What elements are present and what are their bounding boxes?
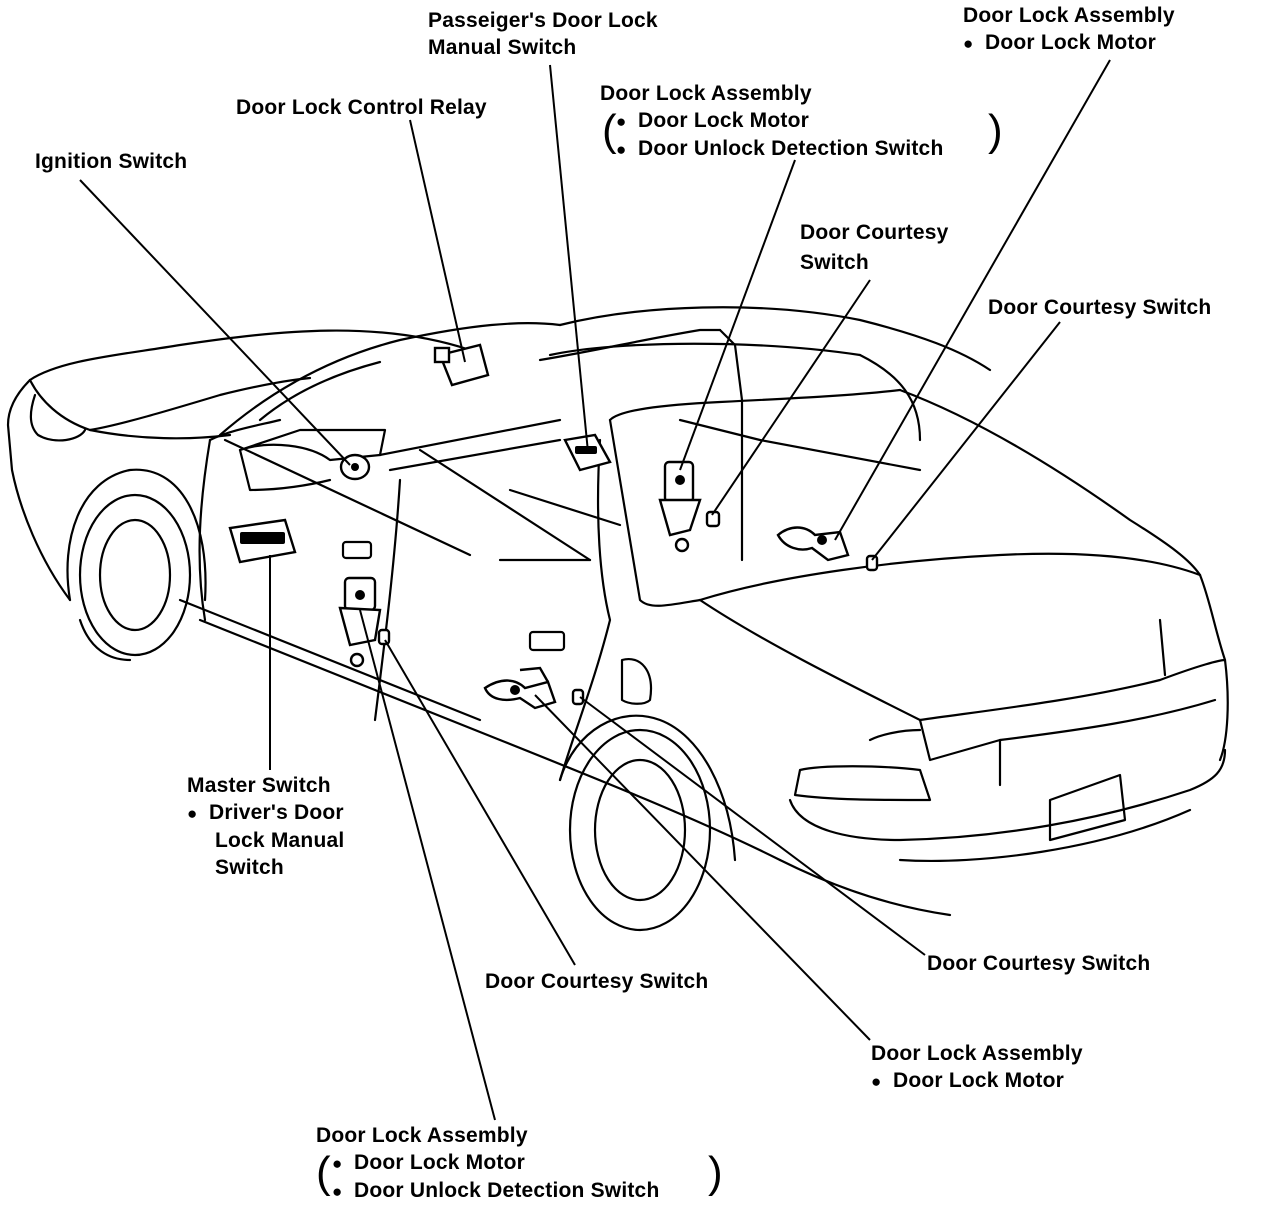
label-bullet-item: Door Lock Motor (963, 29, 1175, 57)
label-title: Door Lock Assembly (871, 1042, 1083, 1065)
leader-control-relay (409, 119, 466, 363)
label-front-left-door-courtesy-switch: Door Courtesy Switch (485, 968, 708, 995)
label-title: Door Lock Assembly (600, 82, 812, 105)
control-relay-component (433, 343, 490, 387)
label-bullet-item: Door Lock Motor (316, 1149, 659, 1177)
rear-right-lock-component (776, 526, 850, 562)
leader-front-left-courtesy (384, 639, 576, 966)
label-bullet-item: Door Lock Motor (600, 107, 943, 135)
leader-front-right-lock (679, 159, 796, 471)
passenger-switch-component (563, 433, 612, 472)
label-rear-left-door-courtesy-switch: Door Courtesy Switch (927, 950, 1150, 977)
label-line: Switch (800, 251, 869, 274)
leader-front-left-lock (359, 609, 496, 1121)
label-title: Door Courtesy Switch (927, 952, 1151, 975)
front-right-lock-component (658, 460, 702, 553)
label-title: Door Courtesy Switch (485, 970, 709, 993)
label-line: Door Courtesy (800, 221, 949, 244)
label-master-switch: Master Switch Driver's Door Lock Manual … (187, 772, 344, 881)
label-bullet-item: Door Lock Motor (871, 1067, 1083, 1095)
label-front-right-door-lock-assembly: Door Lock Assembly Door Lock Motor Door … (600, 80, 943, 163)
front-left-lock-component (338, 576, 382, 668)
rear-left-courtesy-component (571, 688, 585, 706)
label-rear-left-door-lock-assembly: Door Lock Assembly Door Lock Motor (871, 1040, 1083, 1095)
label-passenger-door-lock-manual-switch: Passeiger's Door Lock Manual Switch (428, 7, 658, 61)
right-paren: ) (708, 1148, 723, 1197)
label-door-lock-control-relay: Door Lock Control Relay (236, 94, 487, 121)
leader-rear-right-lock (834, 59, 1111, 541)
leader-rear-left-courtesy (579, 696, 926, 956)
label-title: Door Lock Control Relay (236, 96, 487, 119)
label-bullet-item: Driver's Door (187, 799, 344, 827)
leader-ignition (79, 179, 351, 466)
leader-front-right-courtesy (711, 279, 871, 516)
leader-passenger-switch (549, 64, 589, 453)
label-line: Switch (215, 856, 284, 879)
label-title: Master Switch (187, 774, 331, 797)
rear-right-courtesy-component (865, 554, 879, 572)
right-paren: ) (988, 106, 1003, 155)
label-bullet-item: Door Unlock Detection Switch (316, 1177, 659, 1205)
label-title: Ignition Switch (35, 150, 188, 173)
label-front-left-door-lock-assembly: Door Lock Assembly Door Lock Motor Door … (316, 1122, 659, 1205)
rear-left-lock-component (483, 666, 557, 710)
label-title: Door Lock Assembly (963, 4, 1175, 27)
ignition-switch-component (339, 453, 371, 481)
label-bullet-item: Door Unlock Detection Switch (600, 135, 943, 163)
label-rear-right-door-courtesy-switch: Door Courtesy Switch (988, 294, 1211, 321)
label-ignition-switch: Ignition Switch (35, 148, 187, 175)
leader-rear-right-courtesy (871, 321, 1061, 561)
label-title: Door Lock Assembly (316, 1124, 528, 1147)
label-rear-right-door-lock-assembly: Door Lock Assembly Door Lock Motor (963, 2, 1175, 57)
master-switch-component (228, 518, 297, 564)
label-front-right-door-courtesy-switch: Door Courtesy Switch (800, 218, 948, 278)
front-left-courtesy-component (377, 628, 391, 646)
leader-lines (79, 59, 1111, 1121)
label-title: Door Courtesy Switch (988, 296, 1212, 319)
car-body-outline (6, 306, 1229, 932)
label-line: Passeiger's Door Lock (428, 9, 658, 32)
label-line: Manual Switch (428, 36, 577, 59)
leader-rear-left-lock (534, 694, 871, 1041)
label-line: Lock Manual (215, 829, 345, 852)
